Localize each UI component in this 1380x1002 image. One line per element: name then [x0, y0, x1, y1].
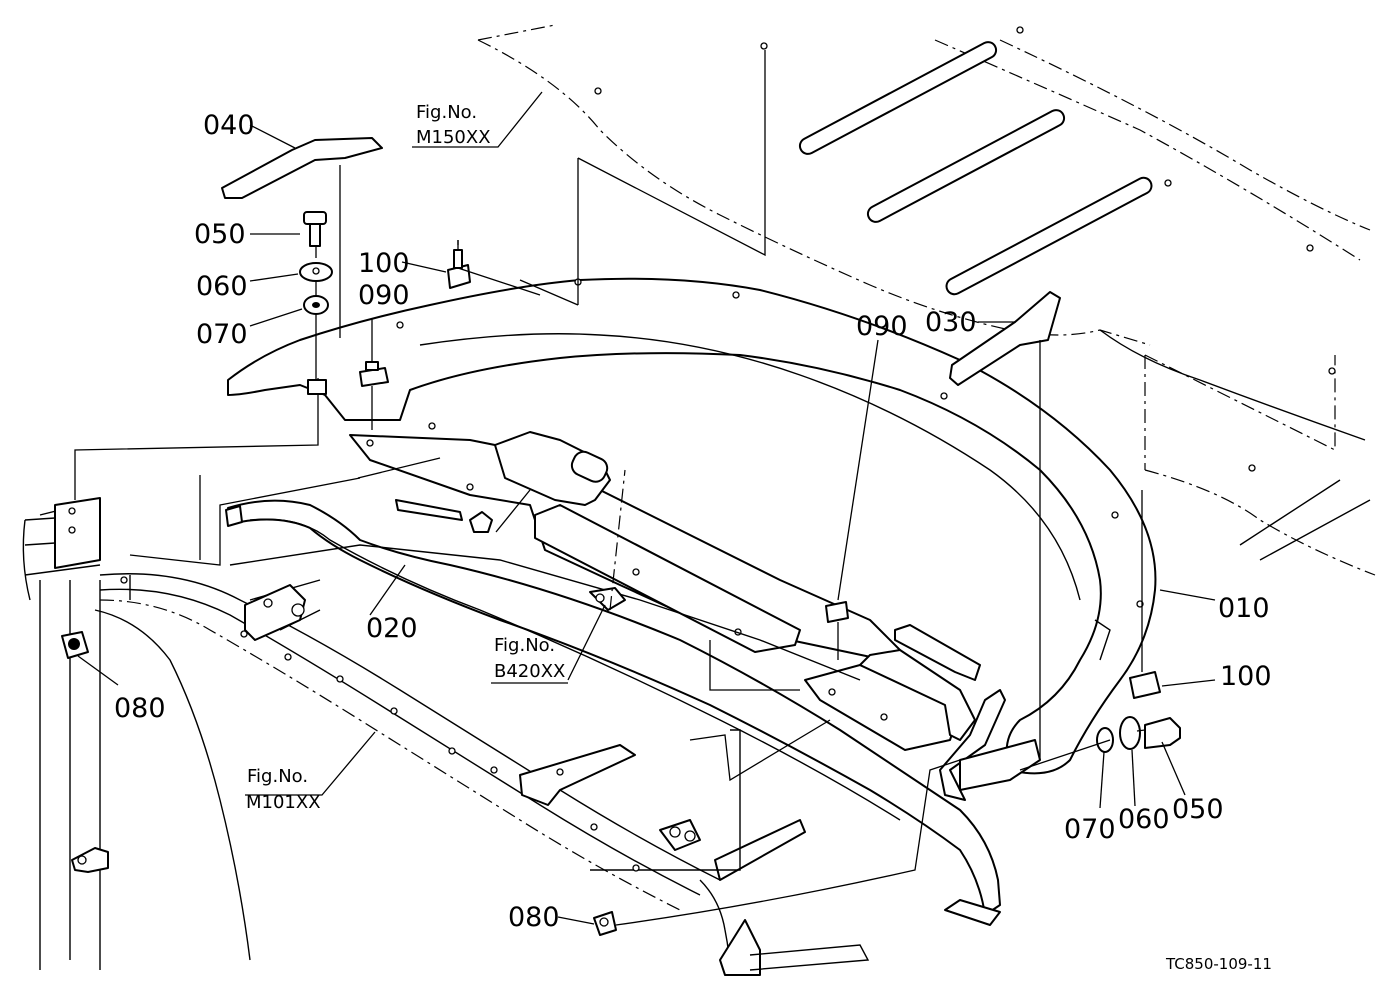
- b420-component: [589, 469, 626, 611]
- label-010: 010: [1218, 593, 1270, 624]
- fastener-stack-left: [74, 211, 333, 500]
- label-060-right: 060: [1118, 804, 1170, 835]
- label-040: 040: [203, 110, 255, 141]
- roof-panel-outline: [477, 24, 1376, 576]
- label-070-right: 070: [1064, 814, 1116, 845]
- fasteners: [61, 240, 1161, 936]
- drawing-code: TC850-109-11: [1165, 955, 1272, 973]
- label-100-right: 100: [1220, 661, 1272, 692]
- inner-frame: [349, 422, 1041, 801]
- fig-ref-b420-prefix: Fig.No.: [494, 635, 555, 656]
- fastener-stack-right: [1019, 716, 1181, 771]
- part-labels: 040 050 060 070 100 090 090 030 010 100 …: [114, 110, 1272, 933]
- bracket-010: [227, 277, 1157, 775]
- fig-ref-m101-code: M101XX: [246, 792, 321, 813]
- label-100-top: 100: [358, 248, 410, 279]
- fig-ref-m150-code: M150XX: [416, 127, 491, 148]
- label-030: 030: [925, 307, 977, 338]
- fig-ref-m150-prefix: Fig.No.: [416, 102, 477, 123]
- label-080-left: 080: [114, 693, 166, 724]
- fig-ref-b420-code: B420XX: [494, 661, 565, 682]
- label-090-right: 090: [856, 311, 908, 342]
- figure-references: Fig.No. M150XX Fig.No. B420XX Fig.No. M1…: [246, 102, 565, 813]
- label-070-left: 070: [196, 319, 248, 350]
- label-090-left: 090: [358, 280, 410, 311]
- label-020: 020: [366, 613, 418, 644]
- rail-020: [225, 499, 1001, 926]
- lower-frame: [94, 544, 870, 976]
- leader-lines: [77, 50, 1216, 925]
- label-080-bottom: 080: [508, 902, 560, 933]
- label-050-left: 050: [194, 219, 246, 250]
- label-050-right: 050: [1172, 794, 1224, 825]
- left-side-post: [22, 497, 109, 970]
- pad-040: [221, 137, 383, 199]
- pad-030: [949, 291, 1061, 386]
- fig-ref-m101-prefix: Fig.No.: [247, 766, 308, 787]
- label-060-left: 060: [196, 271, 248, 302]
